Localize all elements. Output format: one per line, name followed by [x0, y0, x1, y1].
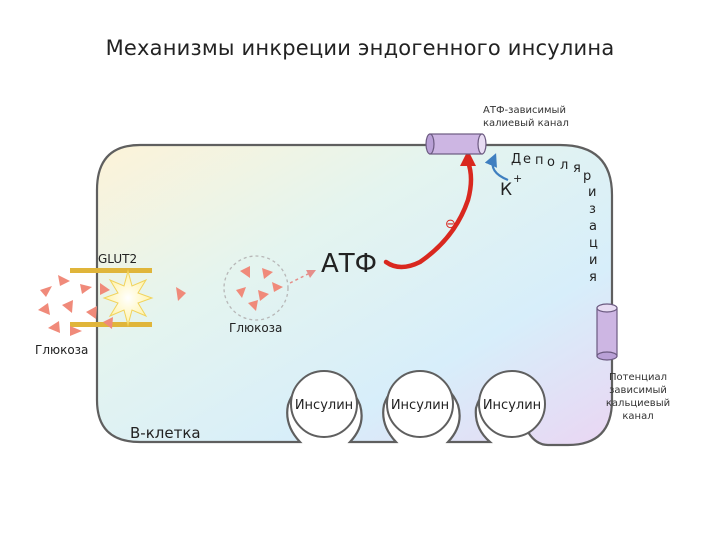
insulin-granule: Инсулин	[386, 370, 454, 438]
depol-letter: ц	[589, 236, 598, 251]
katp-channel	[425, 133, 487, 155]
vgcc-label-line4: канал	[622, 411, 653, 422]
glucose-inside-label: Глюкоза	[229, 321, 282, 335]
atp-inhibition-arrow	[383, 159, 474, 270]
katp-label-line2: калиевый канал	[483, 118, 569, 129]
depol-letter: е	[523, 152, 531, 167]
depol-letter: и	[588, 185, 596, 200]
insulin-granule: Инсулин	[290, 370, 358, 438]
insulin-label: Инсулин	[391, 398, 449, 413]
depol-letter: Д	[511, 152, 521, 167]
depol-letter: з	[589, 202, 596, 217]
depol-letter: л	[560, 158, 568, 173]
vgcc-label: Потенциал зависимый кальциевый канал	[606, 372, 670, 422]
cell-label: В-клетка	[130, 424, 201, 442]
insulin-granule: Инсулин	[478, 370, 546, 438]
glucose-transit-triangle	[176, 287, 186, 301]
vgcc-label-line2: зависимый	[609, 385, 667, 396]
potassium-label: К	[500, 180, 512, 200]
depol-letter: п	[535, 153, 544, 168]
potassium-efflux-arrow	[484, 153, 509, 182]
atp-label: АТФ	[321, 249, 377, 279]
glucose-inside-circle	[223, 255, 289, 321]
atp-inhibition-arrowhead	[460, 150, 476, 166]
insulin-label: Инсулин	[483, 398, 541, 413]
depol-letter: я	[589, 270, 597, 285]
glucose-outside-label: Глюкоза	[35, 343, 88, 357]
katp-label-line1: АТФ-зависимый	[483, 105, 566, 116]
glucose-inside-cluster	[236, 266, 283, 311]
depol-letter: о	[547, 155, 555, 170]
depol-letter: р	[583, 169, 591, 184]
insulin-label: Инсулин	[295, 398, 353, 413]
transporter-star	[102, 269, 154, 327]
inhibit-sign: ⊖	[445, 217, 456, 232]
potassium-charge: +	[513, 172, 522, 185]
page-title: Механизмы инкреции эндогенного инсулина	[105, 36, 615, 60]
glut2-top-bar	[70, 268, 152, 273]
vgcc-label-line1: Потенциал	[609, 372, 667, 383]
vgcc-channel	[596, 303, 618, 361]
vgcc-label-line3: кальциевый	[606, 398, 670, 409]
depol-letter: а	[589, 219, 597, 234]
depol-letter: я	[573, 161, 581, 176]
glucose-outside-cluster	[38, 275, 113, 336]
depolarization-text: Д е п о л я р и з а ц и я	[511, 152, 598, 285]
glucose-to-atp-arrow	[289, 269, 317, 284]
glut2-label: GLUT2	[98, 252, 137, 266]
depol-letter: и	[589, 253, 597, 268]
